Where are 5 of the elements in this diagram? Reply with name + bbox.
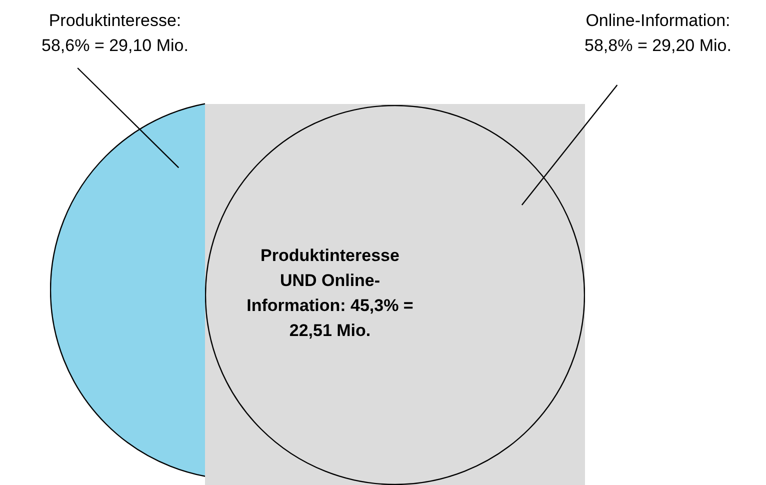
overlap-label: Produktinteresse UND Online-Information: 45,3% = 22,51 Mio.	[246, 245, 414, 342]
callout-label: Online-Information: 58,8% = 29,20 Mio.	[573, 8, 743, 58]
leader-line	[77, 68, 180, 168]
callout-label: Produktinteresse: 58,6% = 29,10 Mio.	[30, 8, 200, 58]
leader-line	[521, 84, 618, 206]
